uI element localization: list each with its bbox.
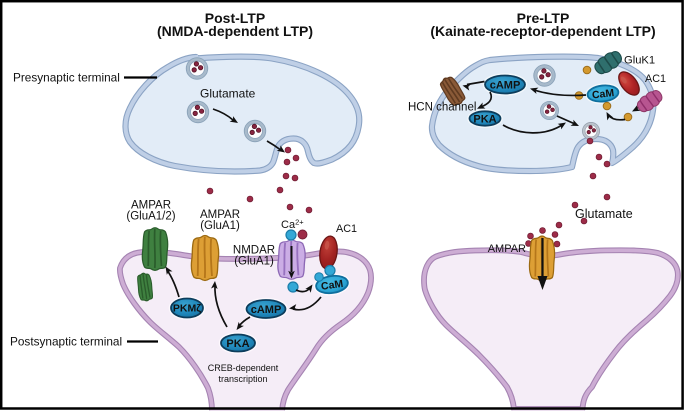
svg-text:Postsynaptic terminal: Postsynaptic terminal [10, 335, 122, 349]
svg-text:Pre-LTP: Pre-LTP [517, 10, 570, 26]
svg-text:CREB-dependent: CREB-dependent [208, 363, 279, 373]
svg-text:HCN channel: HCN channel [408, 102, 476, 114]
svg-text:cAMP: cAMP [251, 304, 282, 316]
svg-text:GluK1: GluK1 [624, 55, 655, 67]
svg-text:PKMζ: PKMζ [173, 303, 201, 315]
svg-text:Presynaptic terminal: Presynaptic terminal [13, 71, 120, 85]
svg-text:CaM: CaM [320, 278, 344, 293]
svg-text:CaM: CaM [591, 87, 615, 101]
svg-text:AC1: AC1 [645, 73, 666, 85]
svg-text:(GluA1): (GluA1) [200, 220, 240, 232]
svg-text:AMPAR: AMPAR [200, 209, 240, 221]
svg-text:(GluA1/2): (GluA1/2) [126, 211, 175, 223]
svg-text:Glutamate: Glutamate [200, 87, 256, 101]
svg-text:PKA: PKA [226, 338, 249, 350]
svg-text:(Kainate-receptor-dependent LT: (Kainate-receptor-dependent LTP) [430, 23, 655, 39]
svg-text:AMPAR: AMPAR [131, 200, 171, 212]
svg-text:transcription: transcription [218, 374, 267, 384]
svg-text:Glutamate: Glutamate [575, 207, 633, 221]
svg-text:Post-LTP: Post-LTP [205, 10, 265, 26]
svg-text:(GluA1): (GluA1) [234, 256, 274, 268]
svg-text:PKA: PKA [473, 114, 496, 126]
svg-text:cAMP: cAMP [490, 80, 521, 92]
svg-text:AC1: AC1 [336, 223, 357, 235]
svg-text:NMDAR: NMDAR [233, 245, 275, 257]
svg-text:(NMDA-dependent LTP): (NMDA-dependent LTP) [157, 23, 313, 39]
svg-text:AMPAR: AMPAR [488, 243, 526, 255]
